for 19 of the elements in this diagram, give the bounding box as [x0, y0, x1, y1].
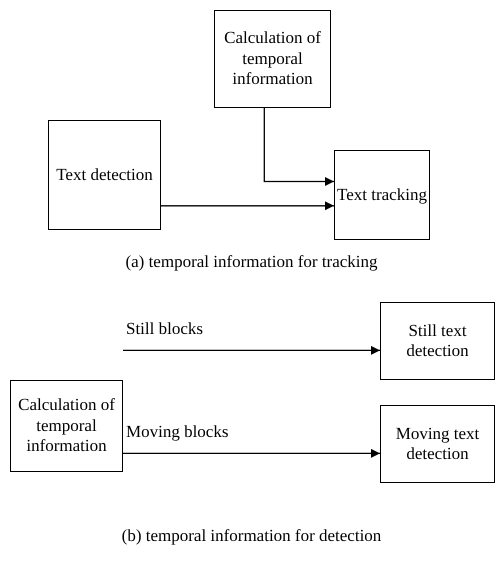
box-label: Text detection	[56, 164, 153, 186]
edge-label: Moving blocks	[125, 423, 230, 442]
process-box	[48, 120, 161, 230]
process-box	[380, 405, 495, 483]
arrow	[123, 448, 380, 458]
process-box	[214, 10, 331, 108]
caption: (a) temporal information for tracking	[124, 252, 379, 272]
process-box	[334, 150, 430, 240]
box-label: Moving text detection	[394, 424, 480, 464]
caption: (b) temporal information for detection	[120, 526, 382, 546]
arrow	[123, 346, 380, 355]
arrow	[161, 201, 334, 210]
arrow	[264, 108, 334, 186]
box-label: Text tracking	[337, 184, 427, 206]
box-label: Still text detection	[405, 320, 470, 362]
process-box	[10, 380, 123, 472]
box-label: Calculation of temporal information	[17, 395, 116, 457]
box-label: Calculation of temporal information	[223, 28, 322, 90]
process-box	[380, 302, 495, 380]
